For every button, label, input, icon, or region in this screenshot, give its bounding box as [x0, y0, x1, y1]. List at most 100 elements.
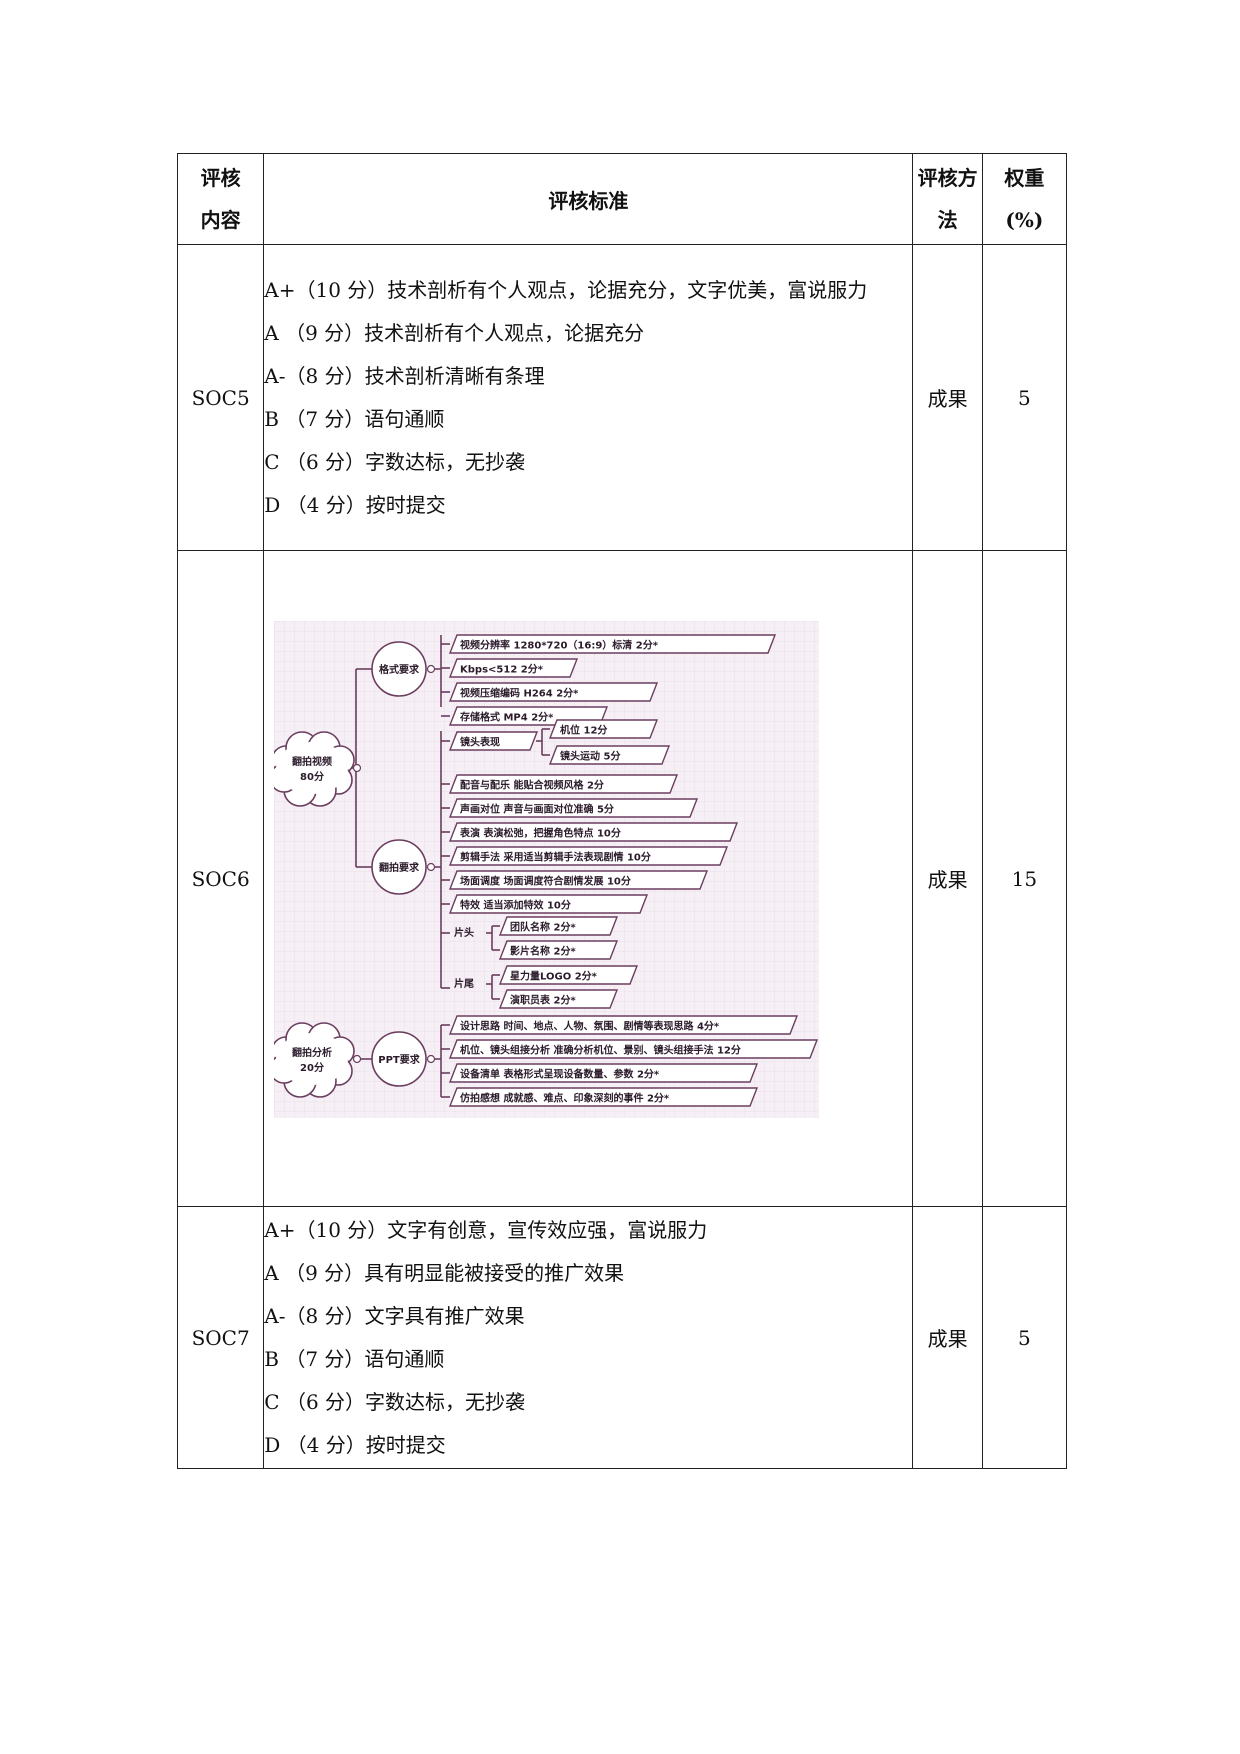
row-weight: 5 — [981, 244, 1068, 551]
mindmap-node-label: 视频分辨率 1280*720（16:9）标清 2分* — [460, 639, 659, 652]
mindmap-ppt-item: 设计思路 时间、地点、人物、氛围、剧情等表现思路 4分* — [449, 1015, 799, 1035]
mindmap-node-box — [449, 634, 777, 654]
mindmap-node-label: 剪辑手法 采用适当剪辑手法表现剧情 10分 — [460, 851, 651, 864]
mindmap-branch-shoot: 翻拍要求 — [371, 839, 436, 895]
mindmap-root-ppt: 翻拍分析 20分 — [274, 1022, 362, 1098]
criteria-line: A+（10 分）技术剖析有个人观点，论据充分，文字优美，富说服力 — [264, 277, 868, 302]
mindmap-connector-dot — [427, 1054, 436, 1064]
mindmap-root-title: 翻拍分析 — [292, 1046, 332, 1059]
table-row: SOC5 A+（10 分）技术剖析有个人观点，论据充分，文字优美，富说服力 A … — [176, 244, 1068, 551]
criteria-line: A （9 分）具有明显能被接受的推广效果 — [264, 1260, 625, 1285]
row-method: 成果 — [912, 244, 983, 551]
mindmap-lens-node: 镜头表现 — [449, 731, 539, 751]
mindmap-node-label: 星力量LOGO 2分* — [510, 970, 598, 983]
criteria-line: C （6 分）字数达标，无抄袭 — [264, 449, 526, 474]
mindmap-tail-item: 星力量LOGO 2分* — [499, 965, 639, 985]
header-criteria: 评核标准 — [263, 153, 914, 245]
mindmap-node-box — [449, 822, 739, 842]
mindmap-root-score: 20分 — [300, 1061, 324, 1074]
mindmap-node-label: 声画对位 声音与画面对位准确 5分 — [459, 803, 614, 816]
mindmap-wrapper: 视频分辨率 1280*720（16:9）标清 2分* Kbps<512 2分* 视频… — [264, 551, 912, 1199]
mindmap-shoot-item: 声画对位 声音与画面对位准确 5分 — [449, 798, 699, 818]
mindmap-node-box — [449, 731, 539, 751]
header-method: 评核方 法 — [912, 153, 983, 245]
mindmap-node-box — [499, 940, 619, 960]
mindmap-shoot-item: 配音与配乐 能贴合视频风格 2分 — [449, 774, 679, 794]
mindmap-branch-label: 格式要求 — [379, 663, 420, 676]
mindmap-cloud-core — [276, 742, 349, 794]
mindmap-node-label: 存储格式 MP4 2分* — [460, 711, 554, 724]
criteria-line: A-（8 分）技术剖析清晰有条理 — [264, 363, 545, 388]
mindmap-connector-dot — [427, 664, 436, 674]
mindmap-node-box — [449, 870, 709, 890]
mindmap-node-box — [449, 1087, 759, 1107]
mindmap-branch-circle — [371, 1031, 428, 1087]
mindmap-head-label: 片头 — [454, 926, 474, 939]
mindmap-branch-ppt: PPT要求 — [371, 1031, 436, 1087]
mindmap-node-label: 设备清单 表格形式呈现设备数量、参数 2分* — [460, 1068, 660, 1081]
mindmap-node-box — [499, 989, 619, 1009]
mindmap-node-box — [449, 1039, 819, 1059]
mindmap-lens-item: 镜头运动 5分 — [549, 745, 671, 765]
mindmap-image: 视频分辨率 1280*720（16:9）标清 2分* Kbps<512 2分* 视频… — [274, 621, 820, 1118]
mindmap-node-label: 场面调度 场面调度符合剧情发展 10分 — [460, 875, 631, 888]
mindmap-node-box — [449, 1015, 799, 1035]
mindmap-tail-item: 演职员表 2分* — [499, 989, 619, 1009]
mindmap-node-label: 镜头表现 — [460, 736, 500, 749]
mindmap-shoot-item: 表演 表演松弛，把握角色特点 10分 — [449, 822, 739, 842]
criteria-line: A （9 分）技术剖析有个人观点，论据充分 — [264, 320, 645, 345]
header-weight: 权重 (%) — [981, 153, 1068, 245]
criteria-cell: A+（10 分）技术剖析有个人观点，论据充分，文字优美，富说服力 A （9 分）… — [263, 244, 914, 551]
row-weight: 5 — [981, 1206, 1068, 1469]
criteria-line: D （4 分）按时提交 — [264, 1432, 446, 1457]
mindmap-lens-item: 机位 12分 — [549, 719, 659, 739]
mindmap-format-item: Kbps<512 2分* — [449, 658, 579, 678]
criteria-cell: A+（10 分）文字有创意，宣传效应强，富说服力 A （9 分）具有明显能被接受… — [263, 1206, 914, 1469]
mindmap-connector-dot — [353, 1054, 362, 1064]
mindmap-cloud-core — [276, 1033, 349, 1085]
mindmap-node-label: 视频压缩编码 H264 2分* — [460, 687, 579, 700]
mindmap-node-label: Kbps<512 2分* — [460, 663, 544, 676]
mindmap-node-label: 表演 表演松弛，把握角色特点 10分 — [459, 827, 621, 840]
mindmap-head-item: 影片名称 2分* — [499, 940, 619, 960]
mindmap-node-box — [449, 774, 679, 794]
row-code: SOC6 — [176, 550, 265, 1207]
mindmap-node-box — [549, 745, 671, 765]
mindmap-connector-dot — [427, 862, 436, 872]
table-row: SOC6 视频分辨率 1280*720（16:9）标清 2分* Kbps<512 … — [176, 550, 1068, 1207]
row-code: SOC5 — [176, 244, 265, 551]
mindmap-ppt-item: 机位、镜头组接分析 准确分析机位、景别、镜头组接手法 12分 — [449, 1039, 819, 1059]
mindmap-shoot-item: 剪辑手法 采用适当剪辑手法表现剧情 10分 — [449, 846, 729, 866]
header-content: 评核 内容 — [176, 153, 265, 245]
mindmap-node-box — [549, 719, 659, 739]
row-code: SOC7 — [176, 1206, 265, 1469]
mindmap-format-item: 视频压缩编码 H264 2分* — [449, 682, 659, 702]
mindmap-node-label: 镜头运动 5分 — [560, 750, 620, 763]
mindmap-shoot-item: 特效 适当添加特效 10分 — [449, 894, 649, 914]
mindmap-tail-label: 片尾 — [454, 977, 474, 990]
mindmap-node-label: 设计思路 时间、地点、人物、氛围、剧情等表现思路 4分* — [460, 1020, 720, 1033]
mindmap-node-label: 配音与配乐 能贴合视频风格 2分 — [460, 779, 604, 792]
mindmap-shoot-item: 场面调度 场面调度符合剧情发展 10分 — [449, 870, 709, 890]
mindmap-node-box — [499, 916, 619, 936]
mindmap-node-label: 影片名称 2分* — [510, 945, 576, 958]
mindmap-root-video: 翻拍视频 80分 — [274, 731, 362, 807]
mindmap-root-title: 翻拍视频 — [292, 755, 332, 768]
mindmap-node-box — [449, 1063, 759, 1083]
mindmap-root-score: 80分 — [300, 770, 324, 783]
criteria-line: C （6 分）字数达标，无抄袭 — [264, 1389, 526, 1414]
mindmap-node-box — [499, 965, 639, 985]
mindmap-node-label: 机位 12分 — [560, 724, 607, 737]
criteria-line: A-（8 分）文字具有推广效果 — [264, 1303, 525, 1328]
mindmap-branch-label: PPT要求 — [379, 1053, 421, 1066]
mindmap-branch-circle — [371, 839, 428, 895]
mindmap-ppt-item: 设备清单 表格形式呈现设备数量、参数 2分* — [449, 1063, 759, 1083]
mindmap-head-item: 团队名称 2分* — [499, 916, 619, 936]
row-weight: 15 — [981, 550, 1068, 1207]
criteria-line: A+（10 分）文字有创意，宣传效应强，富说服力 — [264, 1217, 708, 1242]
header-row: 评核 内容 评核标准 评核方 法 权重 (%) — [176, 153, 1068, 245]
mindmap-node-box — [449, 682, 659, 702]
criteria-line: B （7 分）语句通顺 — [264, 406, 445, 431]
row-method: 成果 — [912, 1206, 983, 1469]
mindmap-node-label: 仿拍感想 成就感、难点、印象深刻的事件 2分* — [460, 1092, 670, 1105]
